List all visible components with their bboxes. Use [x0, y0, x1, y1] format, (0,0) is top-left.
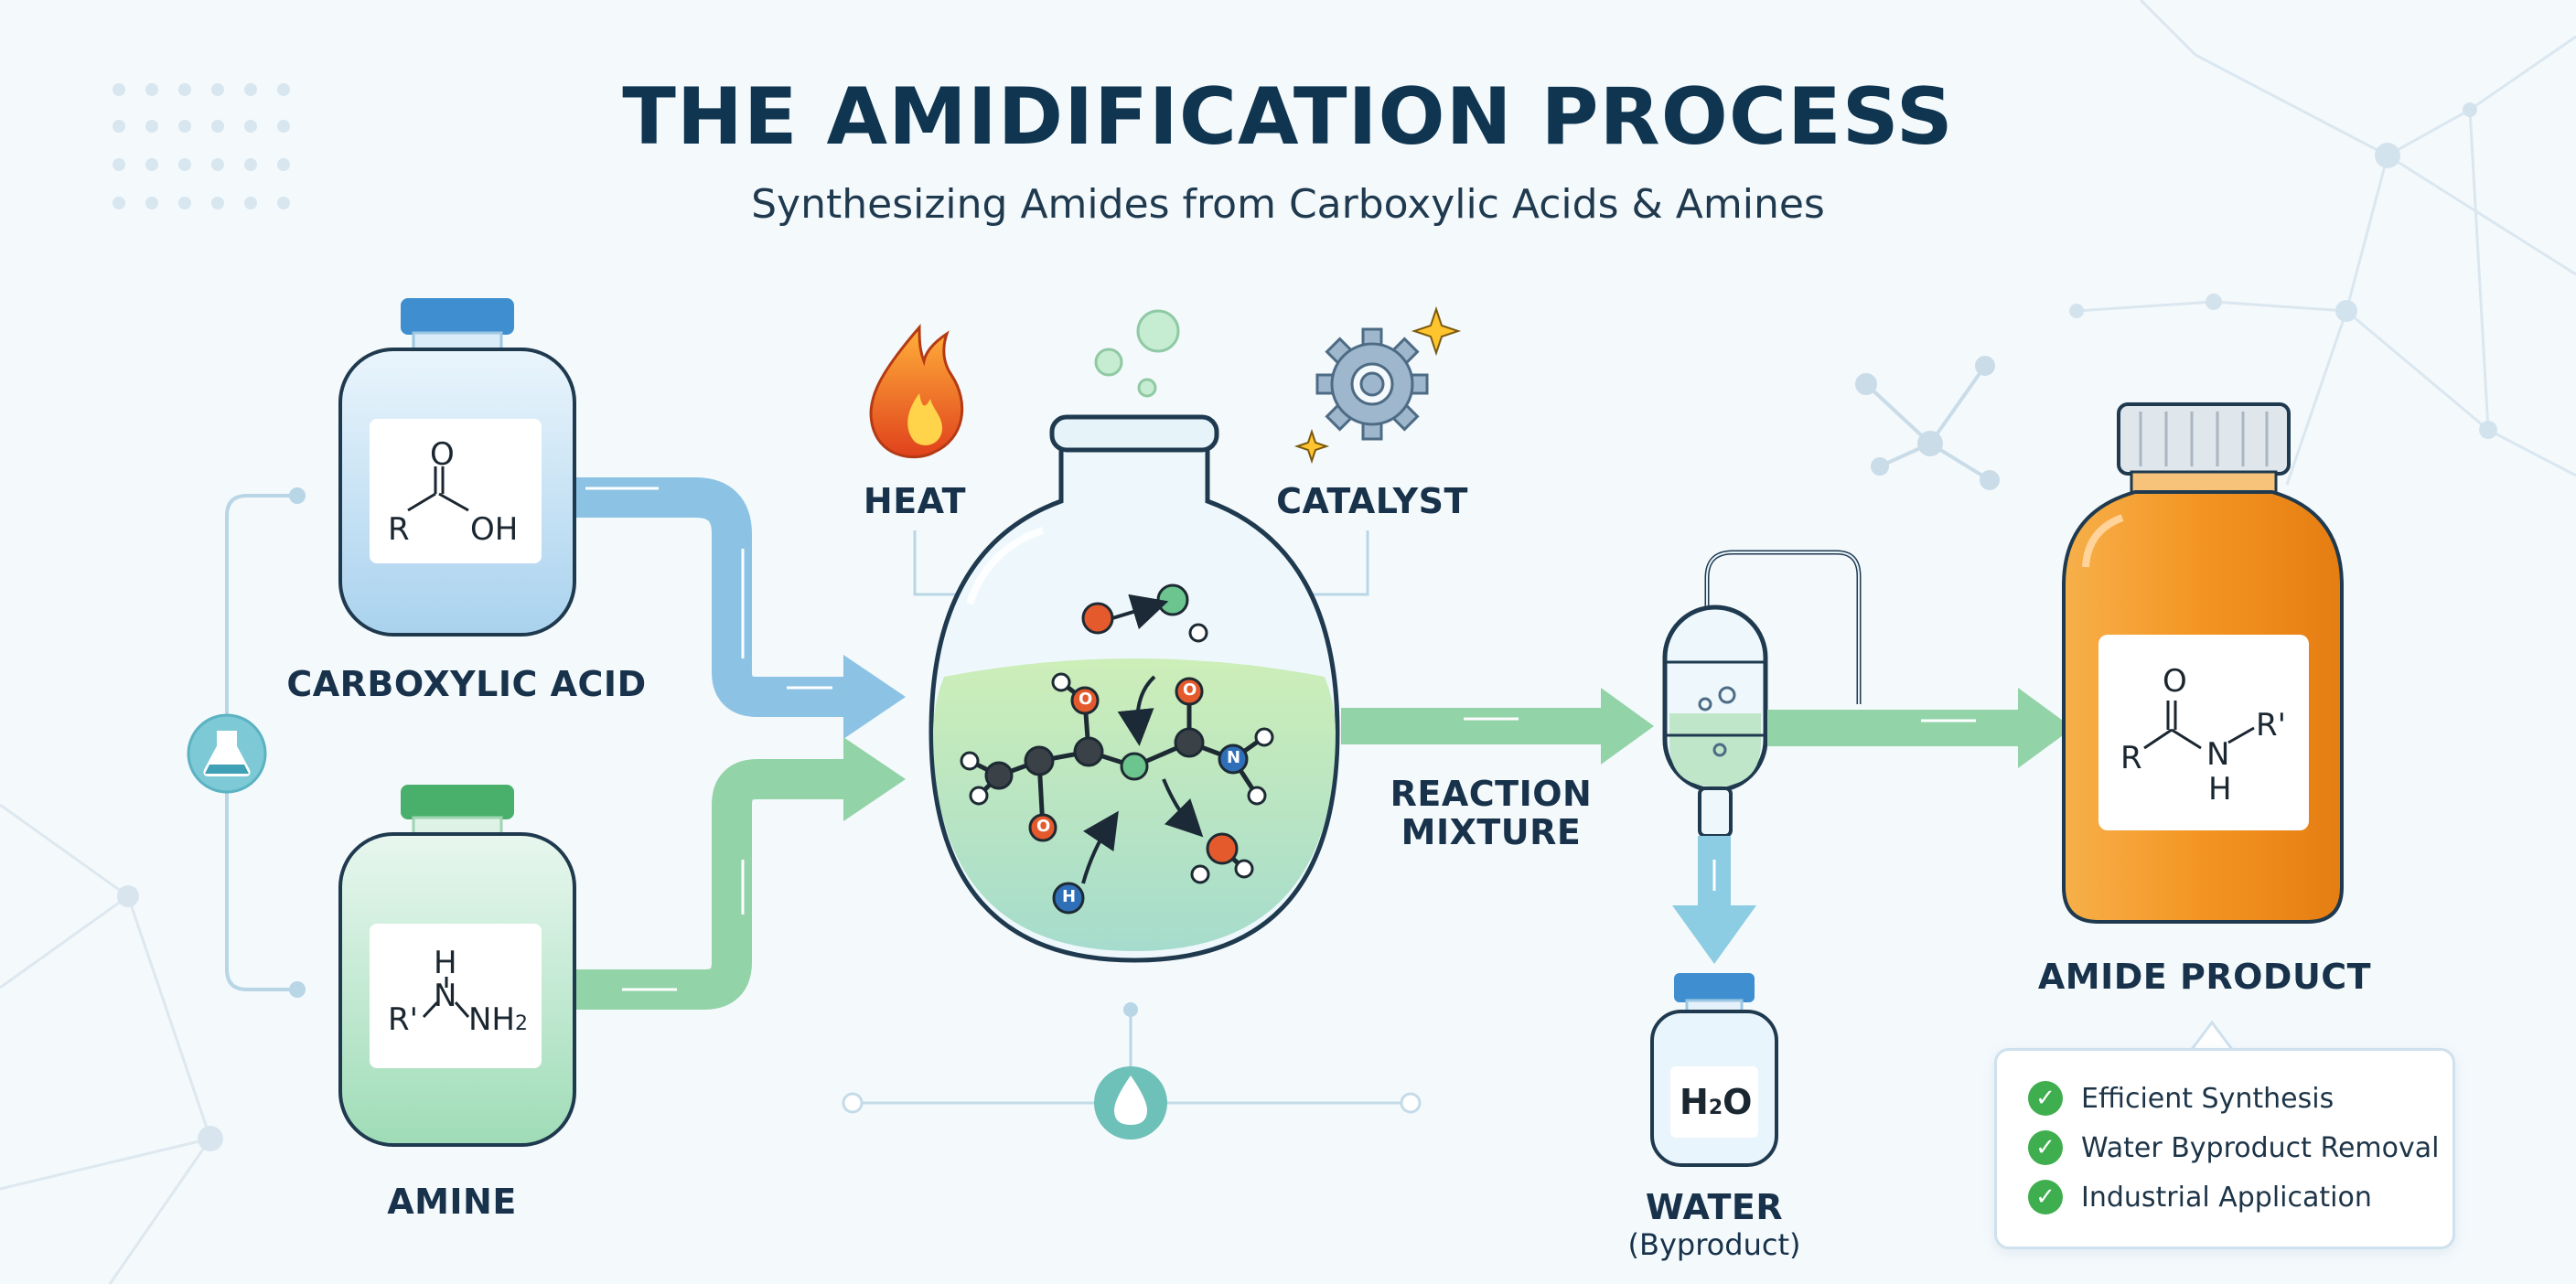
water-formula-h: H [1680, 1082, 1709, 1122]
benefit-item: ✓ Efficient Synthesis [2028, 1078, 2334, 1118]
water-formula-o: O [1723, 1082, 1753, 1122]
flask-atom-o-label: O [1079, 690, 1093, 709]
decor-network-left-nodes [117, 885, 223, 1151]
reactant-bracket [225, 494, 297, 991]
amine-formula-nh: NH2 [468, 1004, 528, 1035]
flask-atoms [960, 583, 1274, 915]
product-formula-r2: R' [2256, 707, 2286, 744]
decor-network-right-nodes [2069, 102, 2497, 439]
water-byproduct-note: (Byproduct) [1627, 1227, 1801, 1262]
amine-bottle [338, 785, 576, 1147]
heat-label: HEAT [863, 481, 967, 521]
amine-formula-nh-text: NH [468, 1001, 515, 1038]
flame-icon [869, 323, 964, 459]
benefit-text: Industrial Application [2081, 1181, 2372, 1214]
amide-product-label: AMIDE PRODUCT [2037, 957, 2372, 997]
bracket-node-top [289, 487, 306, 504]
benefit-text: Efficient Synthesis [2081, 1082, 2334, 1115]
water-formula-subscript: 2 [1708, 1097, 1723, 1119]
benefits-pointer [2188, 1020, 2236, 1053]
carboxylic-acid-label: CARBOXYLIC ACID [286, 664, 647, 704]
amine-formula-h: H [434, 945, 457, 981]
flask-reaction-arrows [1081, 594, 1204, 884]
gear-icon [1293, 305, 1462, 465]
separator-column [1662, 550, 1862, 838]
product-formula-h: H [2208, 771, 2232, 808]
decor-network-left [0, 803, 212, 1284]
catalyst-label: CATALYST [1276, 481, 1468, 521]
catalyst-connector [1299, 530, 1369, 596]
bracket-node-bottom [289, 981, 306, 998]
flask-atom-o3-label: O [1036, 817, 1051, 836]
flask-atom-n-label: N [1227, 748, 1241, 767]
decor-dot-grid [113, 83, 290, 209]
reaction-mixture-label-line2: MIXTURE [1401, 812, 1582, 852]
amine-flow-arrow [569, 737, 906, 1010]
water-bottle [1650, 973, 1778, 1167]
amine-formula-subscript: 2 [515, 1012, 528, 1035]
mixture-flow-arrow [1341, 688, 1654, 765]
benefit-text: Water Byproduct Removal [2081, 1131, 2440, 1164]
benefit-item: ✓ Water Byproduct Removal [2028, 1128, 2439, 1168]
decor-molecule-small [1855, 356, 2000, 490]
product-flow-arrow [1767, 688, 2073, 768]
product-formula-n: N [2206, 736, 2230, 773]
water-label: WATER [1645, 1187, 1784, 1227]
acid-flow-arrow [569, 477, 906, 739]
product-formula-o: O [2163, 663, 2187, 700]
amine-label: AMINE [387, 1182, 517, 1222]
check-icon: ✓ [2028, 1130, 2063, 1165]
check-icon: ✓ [2028, 1081, 2063, 1116]
water-formula: H2O [1680, 1085, 1752, 1119]
flask-base-connector [842, 1002, 1422, 1114]
benefit-item: ✓ Industrial Application [2028, 1177, 2372, 1217]
flask-atom-h-label: H [1062, 887, 1077, 906]
acid-formula-oh: OH [470, 511, 519, 548]
page-subtitle: Synthesizing Amides from Carboxylic Acid… [751, 181, 1825, 228]
acid-formula-r: R [388, 511, 410, 548]
check-icon: ✓ [2028, 1180, 2063, 1214]
benefits-panel: ✓ Efficient Synthesis ✓ Water Byproduct … [1994, 1048, 2455, 1249]
reaction-mixture-label-line1: REACTION [1390, 774, 1593, 814]
product-formula-r: R [2120, 740, 2142, 776]
amine-formula-r: R' [388, 1001, 418, 1038]
amine-formula-n: N [434, 978, 457, 1014]
flask-atom-o2-label: O [1183, 680, 1197, 700]
acid-formula-o: O [430, 436, 455, 473]
amide-product-bottle [2062, 402, 2344, 924]
bubbles [1094, 309, 1180, 398]
water-drop-icon [1094, 1066, 1167, 1140]
flask-icon [187, 713, 267, 794]
page-title: THE AMIDIFICATION PROCESS [622, 71, 1954, 163]
carboxylic-acid-bottle [338, 298, 576, 637]
water-flow-arrow [1672, 836, 1756, 964]
decor-network-right [2076, 0, 2576, 486]
